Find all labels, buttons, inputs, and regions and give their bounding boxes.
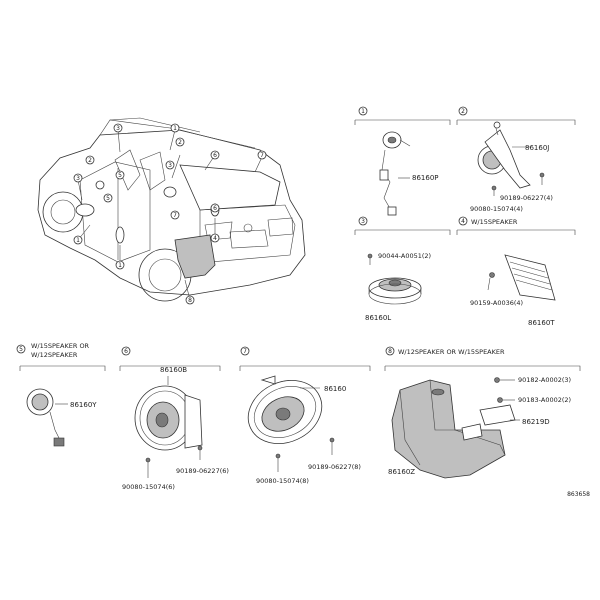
svg-text:5: 5 — [106, 195, 110, 202]
callout-4: 4 — [210, 233, 220, 243]
svg-text:8: 8 — [388, 348, 392, 355]
section-3: 3 90044-A0051(2) 86160L — [354, 216, 451, 322]
svg-text:7: 7 — [173, 212, 177, 219]
svg-text:7: 7 — [260, 152, 264, 159]
part-90182-A0002: 90182-A0002(3) — [518, 376, 571, 384]
part-86160Z: 86160Z — [388, 468, 415, 476]
svg-text:6: 6 — [213, 152, 217, 159]
callout-7b: 7 — [170, 210, 180, 220]
svg-text:1: 1 — [76, 237, 80, 244]
section-4: 4 W/15SPEAKER 90159-A0036(4) 86160T — [456, 216, 576, 327]
svg-text:8: 8 — [188, 297, 192, 304]
part-86160B: 86160B — [160, 366, 187, 374]
part-90189-06227-4: 90189-06227(4) — [500, 194, 553, 202]
part-90080-15074-8: 90080-15074(8) — [256, 477, 309, 485]
section-1: 1 86160P — [354, 106, 451, 216]
callout-5b: 5 — [103, 193, 113, 203]
diagram-id: 863658 — [567, 491, 590, 498]
part-86219D: 86219D — [522, 418, 550, 426]
svg-text:3: 3 — [76, 175, 80, 182]
section-5-label-line1: W/15SPEAKER OR — [31, 342, 90, 350]
svg-text:2: 2 — [88, 157, 92, 164]
section-5: 5 W/15SPEAKER OR W/12SPEAKER 86160Y — [16, 342, 106, 447]
callout-6: 6 — [210, 150, 220, 160]
svg-text:1: 1 — [118, 262, 122, 269]
part-86160Y: 86160Y — [70, 401, 97, 409]
callout-3: 3 — [113, 123, 123, 133]
part-86160: 86160 — [324, 385, 346, 393]
callout-5: 5 — [115, 170, 125, 180]
section-4-label: W/15SPEAKER — [471, 218, 518, 226]
callout-8: 8 — [185, 295, 195, 305]
svg-text:5: 5 — [19, 346, 23, 353]
section-7: 7 86160 90189-06227(8) 90080-15074(8) — [239, 346, 371, 485]
part-90159-A0036: 90159-A0036(4) — [470, 299, 523, 307]
svg-text:2: 2 — [178, 139, 182, 146]
part-86160T: 86160T — [528, 319, 555, 327]
svg-text:1: 1 — [173, 125, 177, 132]
callout-7: 7 — [257, 150, 267, 160]
svg-text:3: 3 — [361, 218, 365, 225]
svg-text:3: 3 — [116, 125, 120, 132]
section-5-label-line2: W/12SPEAKER — [31, 351, 78, 359]
callout-1: 1 — [170, 123, 180, 133]
callout-3c: 3 — [165, 160, 175, 170]
callout-2: 2 — [175, 137, 185, 147]
part-86160J: 86160J — [525, 144, 549, 152]
section-8-label: W/12SPEAKER OR W/15SPEAKER — [398, 348, 505, 356]
part-90189-06227-8: 90189-06227(8) — [308, 463, 361, 471]
svg-text:4: 4 — [213, 235, 217, 242]
section-2: 2 86160J 90189-06227(4) 90080-15074(4) — [456, 106, 576, 213]
callout-3b: 3 — [73, 173, 83, 183]
svg-text:7: 7 — [243, 348, 247, 355]
part-86160P: 86160P — [412, 174, 439, 182]
section-6: 6 86160B 90189-06227(6) 90080-15074(6) — [119, 346, 229, 491]
svg-text:4: 4 — [461, 218, 465, 225]
part-90044-A0051: 90044-A0051(2) — [378, 252, 431, 260]
section-8: 8 W/12SPEAKER OR W/15SPEAKER 90182-A0002… — [384, 346, 581, 479]
svg-text:6: 6 — [124, 348, 128, 355]
svg-text:2: 2 — [461, 108, 465, 115]
svg-text:3: 3 — [168, 162, 172, 169]
part-90189-06227-6: 90189-06227(6) — [176, 467, 229, 475]
part-86160L: 86160L — [365, 314, 391, 322]
part-90080-15074-4: 90080-15074(4) — [470, 205, 523, 213]
callout-2b: 2 — [85, 155, 95, 165]
svg-text:5: 5 — [118, 172, 122, 179]
callout-1c: 1 — [115, 260, 125, 270]
callout-1b: 1 — [73, 235, 83, 245]
part-90183-A0002: 90183-A0002(2) — [518, 396, 571, 404]
svg-text:6: 6 — [213, 205, 217, 212]
part-90080-15074-6: 90080-15074(6) — [122, 483, 175, 491]
vehicle-callouts: 3 1 2 2 6 7 5 3 3 5 1 7 8 4 1 6 — [73, 123, 267, 305]
callout-6b: 6 — [210, 203, 220, 213]
vehicle-illustration — [37, 117, 306, 302]
svg-text:1: 1 — [361, 108, 365, 115]
